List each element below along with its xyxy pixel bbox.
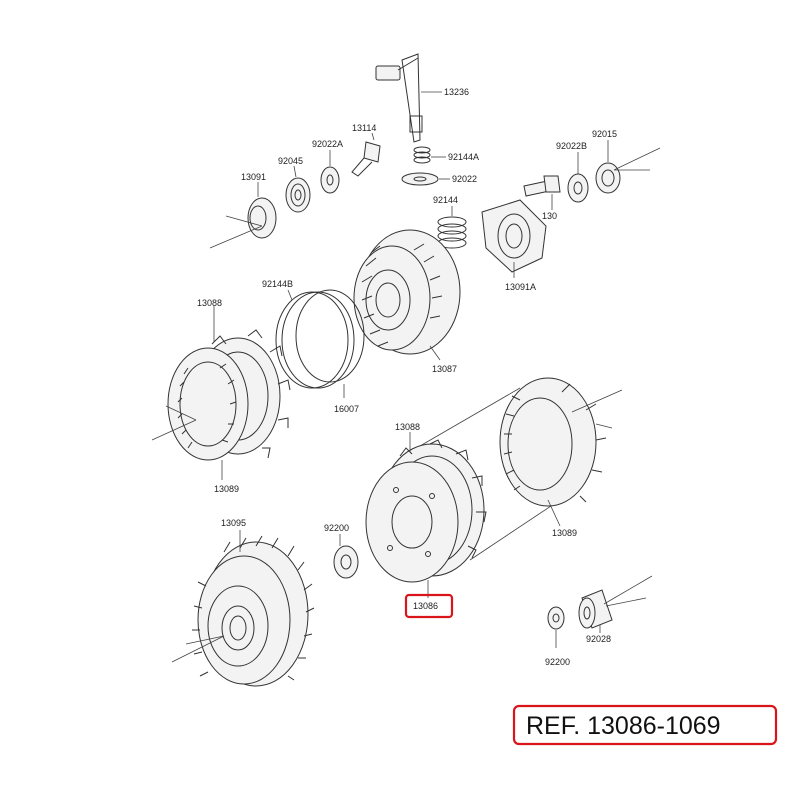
label-13086: 13086 xyxy=(413,601,438,611)
pushrod-13114[interactable] xyxy=(351,141,381,177)
label-92022A: 92022A xyxy=(312,139,343,149)
label-92045: 92045 xyxy=(278,156,303,166)
plate-stack-outline xyxy=(419,387,561,561)
clutch-hub-13087[interactable] xyxy=(353,229,461,355)
label-130: 130 xyxy=(542,211,557,221)
label-13091: 13091 xyxy=(241,172,266,182)
reference-box xyxy=(512,704,778,746)
seat-16007[interactable] xyxy=(295,289,365,383)
sleeve-92028[interactable] xyxy=(578,589,613,629)
spring-92144[interactable] xyxy=(437,216,467,249)
pressure-plate-13091A[interactable] xyxy=(481,199,547,273)
label-92200-lower: 92200 xyxy=(545,657,570,667)
label-13089-upper: 13089 xyxy=(214,484,239,494)
label-92028: 92028 xyxy=(586,634,611,644)
washer-92200-mid[interactable] xyxy=(333,545,359,579)
label-13088-mid: 13088 xyxy=(395,422,420,432)
label-13091A: 13091A xyxy=(505,282,536,292)
steel-plate-13089-upper[interactable] xyxy=(167,347,249,461)
label-13114: 13114 xyxy=(352,123,376,133)
label-13089-right: 13089 xyxy=(552,528,577,538)
washer-92022[interactable] xyxy=(401,172,439,186)
label-92022: 92022 xyxy=(452,174,477,184)
washer-92022B[interactable] xyxy=(567,173,589,203)
label-13236: 13236 xyxy=(444,87,469,97)
steel-plate-13089-right[interactable] xyxy=(499,377,607,507)
label-16007: 16007 xyxy=(334,404,359,414)
label-13088-upper: 13088 xyxy=(197,298,222,308)
highlight-13086 xyxy=(404,593,454,619)
nut-92015[interactable] xyxy=(595,162,621,194)
label-92144: 92144 xyxy=(433,195,458,205)
label-13095: 13095 xyxy=(221,518,246,528)
label-92200-mid: 92200 xyxy=(324,523,349,533)
label-92144B: 92144B xyxy=(262,279,293,289)
bearing-92045[interactable] xyxy=(285,177,311,213)
release-lever-13236[interactable] xyxy=(375,53,423,143)
clutch-housing-13095[interactable] xyxy=(192,535,315,687)
bolt-130[interactable] xyxy=(523,175,561,197)
label-92144A: 92144A xyxy=(448,152,479,162)
label-92022B: 92022B xyxy=(556,141,587,151)
washer-92200-lower[interactable] xyxy=(547,606,565,630)
washer-92022A[interactable] xyxy=(320,166,340,194)
label-92015: 92015 xyxy=(592,129,617,139)
label-13087: 13087 xyxy=(432,364,457,374)
pressure-plate-13086[interactable] xyxy=(365,461,459,583)
spring-ring-92144B[interactable] xyxy=(275,291,355,389)
spring-92144A[interactable] xyxy=(413,146,431,164)
reference-number: REF. 13086-1069 xyxy=(526,712,721,740)
cap-13091[interactable] xyxy=(247,197,277,239)
